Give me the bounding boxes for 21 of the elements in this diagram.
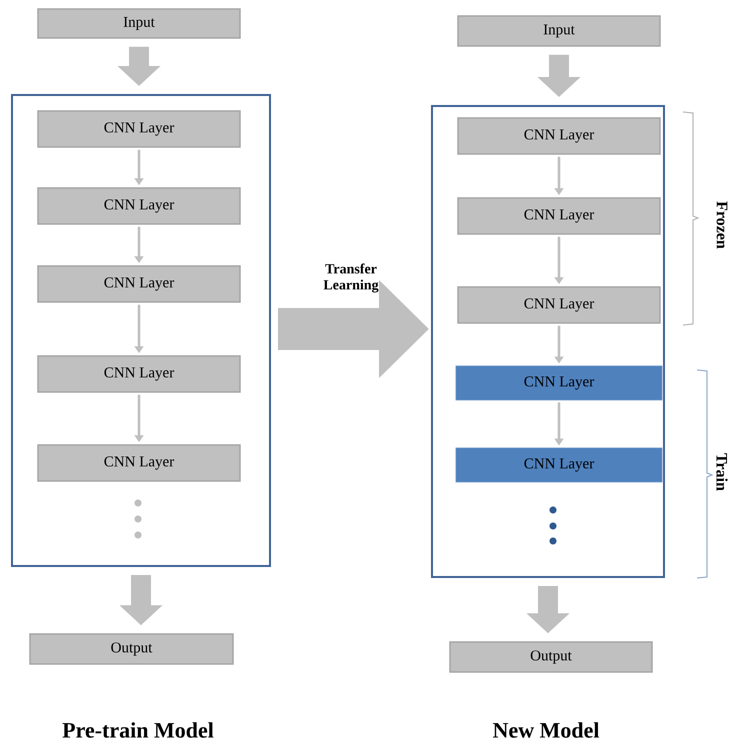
layer-box: CNN Layer <box>457 117 661 155</box>
side-label: Frozen <box>716 201 728 249</box>
layer-box: Output <box>29 633 234 665</box>
layer-box: CNN Layer <box>37 265 241 303</box>
edge-label: Transfer Learning <box>324 264 378 292</box>
model-frame <box>431 105 665 578</box>
layer-box: CNN Layer <box>37 187 241 225</box>
layer-box: CNN Layer <box>37 444 241 482</box>
layer-box: Input <box>457 15 661 47</box>
layer-box: CNN Layer <box>37 355 241 393</box>
model-frame <box>11 94 271 567</box>
side-label: Train <box>716 453 728 491</box>
layer-box: CNN Layer <box>456 366 662 400</box>
layer-box: Input <box>37 8 241 39</box>
layer-box: Output <box>449 641 653 673</box>
model-title: New Model <box>492 722 600 738</box>
layer-box: CNN Layer <box>457 286 661 324</box>
layer-box: CNN Layer <box>37 110 241 148</box>
layer-box: CNN Layer <box>456 448 662 482</box>
model-title: Pre-train Model <box>62 722 214 738</box>
layer-box: CNN Layer <box>457 197 661 235</box>
